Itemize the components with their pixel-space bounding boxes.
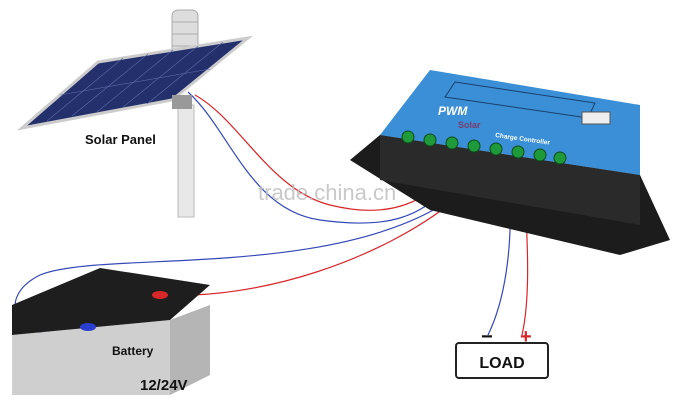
battery-label: Battery [112, 344, 154, 358]
load-label: LOAD [479, 355, 524, 372]
usb-port [581, 111, 611, 125]
solar-panel-label: Solar Panel [85, 132, 156, 147]
load-plus-sign: + [520, 326, 532, 348]
battery-negative-terminal [80, 323, 96, 331]
battery [12, 268, 210, 395]
solar-panel [16, 9, 254, 218]
battery-positive-terminal [152, 291, 168, 299]
terminals [401, 130, 567, 165]
voltage-label: 12/24V [140, 377, 188, 394]
controller-type: PWM [438, 104, 468, 118]
controller-brand: Solar [458, 120, 481, 130]
load-box: LOAD [455, 342, 549, 379]
panel-wire-negative [187, 91, 446, 224]
watermark: trade.china.cn [258, 180, 396, 205]
load-minus-sign: − [481, 326, 493, 348]
charge-controller: PWM Solar Charge Controller [350, 70, 670, 255]
battery-wire-positive [159, 199, 456, 297]
